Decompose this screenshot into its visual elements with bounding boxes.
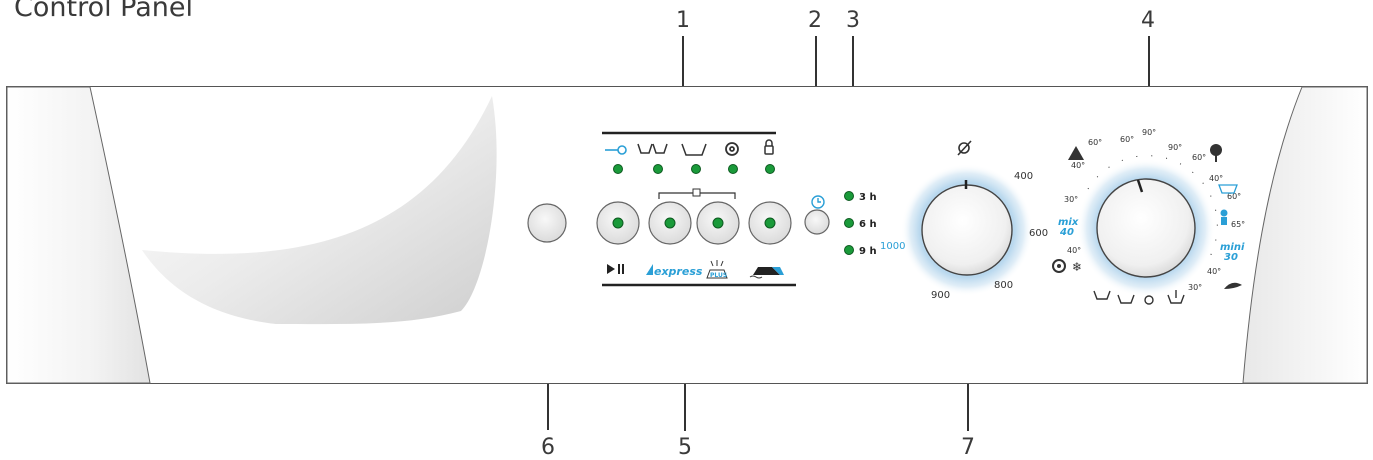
control-panel: express PLUS 3 h 6 h 9 h 400 600 800 900… [6,86,1368,384]
spin-label-900: 900 [931,290,950,301]
drain-icon [1117,294,1135,304]
prog-temp-30-left: 30° [1064,195,1078,204]
prog-temp-30-low: 30° [1188,283,1202,292]
wash-tub-icon [681,143,707,156]
mix-fabric-icon [1052,259,1066,273]
led-express [664,217,676,229]
led-easy-iron [764,217,776,229]
callout-1: 1 [676,8,690,33]
timer-label-3h: 3 h [859,192,877,203]
spin-label-400: 400 [1014,171,1033,182]
led-timer-3h [844,191,854,201]
timer-label-6h: 6 h [859,219,877,230]
led-lock [765,164,775,174]
synthetic-icon [1218,184,1238,194]
spin-label-600: 600 [1029,228,1048,239]
no-spin-icon [957,140,972,156]
svg-text:PLUS: PLUS [710,272,727,279]
prog-baby-65: 65° [1231,220,1245,229]
prog-temp-60-top: 60° [1120,135,1134,144]
callout-7: 7 [961,435,975,460]
baby-icon [1220,209,1228,225]
leader-line-1 [682,36,684,133]
stain-icon [1068,146,1084,160]
spin-prog-icon [1144,295,1154,305]
lock-icon [764,139,774,155]
led-wash [691,164,701,174]
svg-text:express: express [654,265,703,278]
express-icon: express [646,264,703,278]
timer-label-9h: 9 h [859,246,877,257]
clock-icon [811,195,825,209]
led-timer-9h [844,245,854,255]
power-button[interactable] [527,203,567,243]
prog-temp-60-left: 60° [1088,138,1102,147]
led-spin [728,164,738,174]
prog-mix-label: mix [1058,217,1079,228]
rinse-icon [1093,290,1111,300]
iron-icon [749,267,784,279]
page-title: Control Panel [14,0,194,23]
prewash-icon [637,143,668,154]
led-start-pause [612,217,624,229]
led-rinse-plus [712,217,724,229]
bracket-lock-icon [692,188,701,197]
callout-5: 5 [678,435,692,460]
spin-speed-dial[interactable] [921,184,1013,276]
callout-2: 2 [808,8,822,33]
spin-label-1000: 1000 [880,241,905,252]
prog-mix-value: 40 [1059,227,1074,238]
led-prewash [653,164,663,174]
cotton-icon [1210,144,1222,162]
prog-temp-90-right: 90° [1168,143,1182,152]
prog-mini-value: 30 [1224,252,1238,263]
led-timer-6h [844,218,854,228]
led-key [613,164,623,174]
delicate-icon: ❄ [1072,260,1082,274]
prog-temp-40-left: 40° [1071,161,1085,170]
key-icon [605,145,627,155]
rinse-plus-icon: PLUS [706,260,728,279]
callout-3: 3 [846,8,860,33]
prog-temp-40-right: 40° [1209,174,1223,183]
wool-icon [1224,282,1242,289]
play-pause-icon [607,264,624,274]
prog-temp-40-low: 40° [1207,267,1221,276]
callout-6: 6 [541,435,555,460]
prog-temp-40-mix: 40° [1067,246,1081,255]
prog-synthetic-60: 60° [1227,192,1241,201]
spin-label-800: 800 [994,280,1013,291]
prog-temp-90-top: 90° [1142,128,1156,137]
prog-mini-label: mini [1220,242,1245,253]
callout-4: 4 [1141,8,1155,33]
spin-icon [725,142,739,156]
program-selector-dial[interactable] [1096,178,1196,278]
delay-timer-button[interactable] [804,209,830,235]
softener-icon [1167,290,1185,304]
panel-svg: express PLUS 3 h 6 h 9 h 400 600 800 900… [6,86,1368,384]
prog-temp-60-right: 60° [1192,153,1206,162]
